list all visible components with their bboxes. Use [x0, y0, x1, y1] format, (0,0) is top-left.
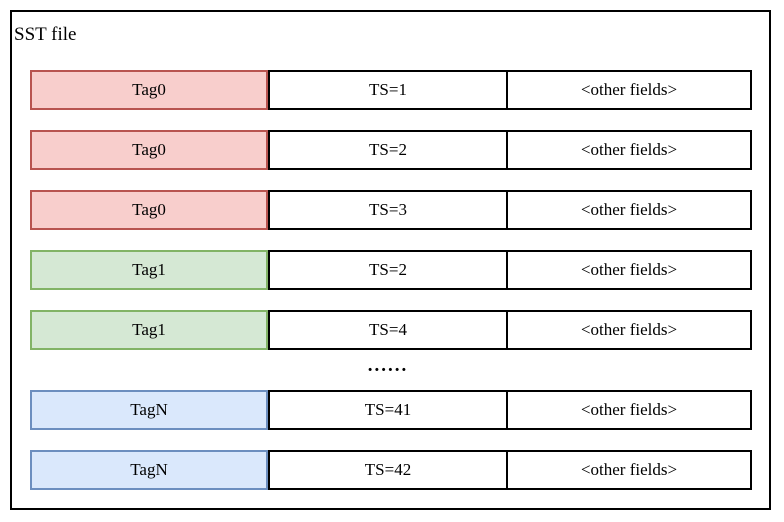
- tag-cell: TagN: [30, 390, 268, 430]
- ellipsis: ......: [367, 355, 409, 376]
- ts-cell: TS=3: [268, 190, 508, 230]
- record-row: Tag0 TS=3 <other fields>: [30, 190, 752, 230]
- tag-cell: Tag1: [30, 310, 268, 350]
- other-fields-cell: <other fields>: [506, 250, 752, 290]
- record-row: Tag0 TS=2 <other fields>: [30, 130, 752, 170]
- tag-cell: Tag0: [30, 190, 268, 230]
- tag-cell: Tag0: [30, 130, 268, 170]
- tag-cell: TagN: [30, 450, 268, 490]
- ts-cell: TS=41: [268, 390, 508, 430]
- ts-cell: TS=2: [268, 250, 508, 290]
- other-fields-cell: <other fields>: [506, 390, 752, 430]
- record-row: TagN TS=41 <other fields>: [30, 390, 752, 430]
- record-row: Tag1 TS=2 <other fields>: [30, 250, 752, 290]
- record-row: TagN TS=42 <other fields>: [30, 450, 752, 490]
- tag-cell: Tag1: [30, 250, 268, 290]
- other-fields-cell: <other fields>: [506, 310, 752, 350]
- other-fields-cell: <other fields>: [506, 70, 752, 110]
- ts-cell: TS=4: [268, 310, 508, 350]
- sst-file-title: SST file: [14, 24, 77, 45]
- ts-cell: TS=42: [268, 450, 508, 490]
- other-fields-cell: <other fields>: [506, 450, 752, 490]
- record-row: Tag0 TS=1 <other fields>: [30, 70, 752, 110]
- ts-cell: TS=2: [268, 130, 508, 170]
- record-row: Tag1 TS=4 <other fields>: [30, 310, 752, 350]
- other-fields-cell: <other fields>: [506, 190, 752, 230]
- other-fields-cell: <other fields>: [506, 130, 752, 170]
- tag-cell: Tag0: [30, 70, 268, 110]
- ts-cell: TS=1: [268, 70, 508, 110]
